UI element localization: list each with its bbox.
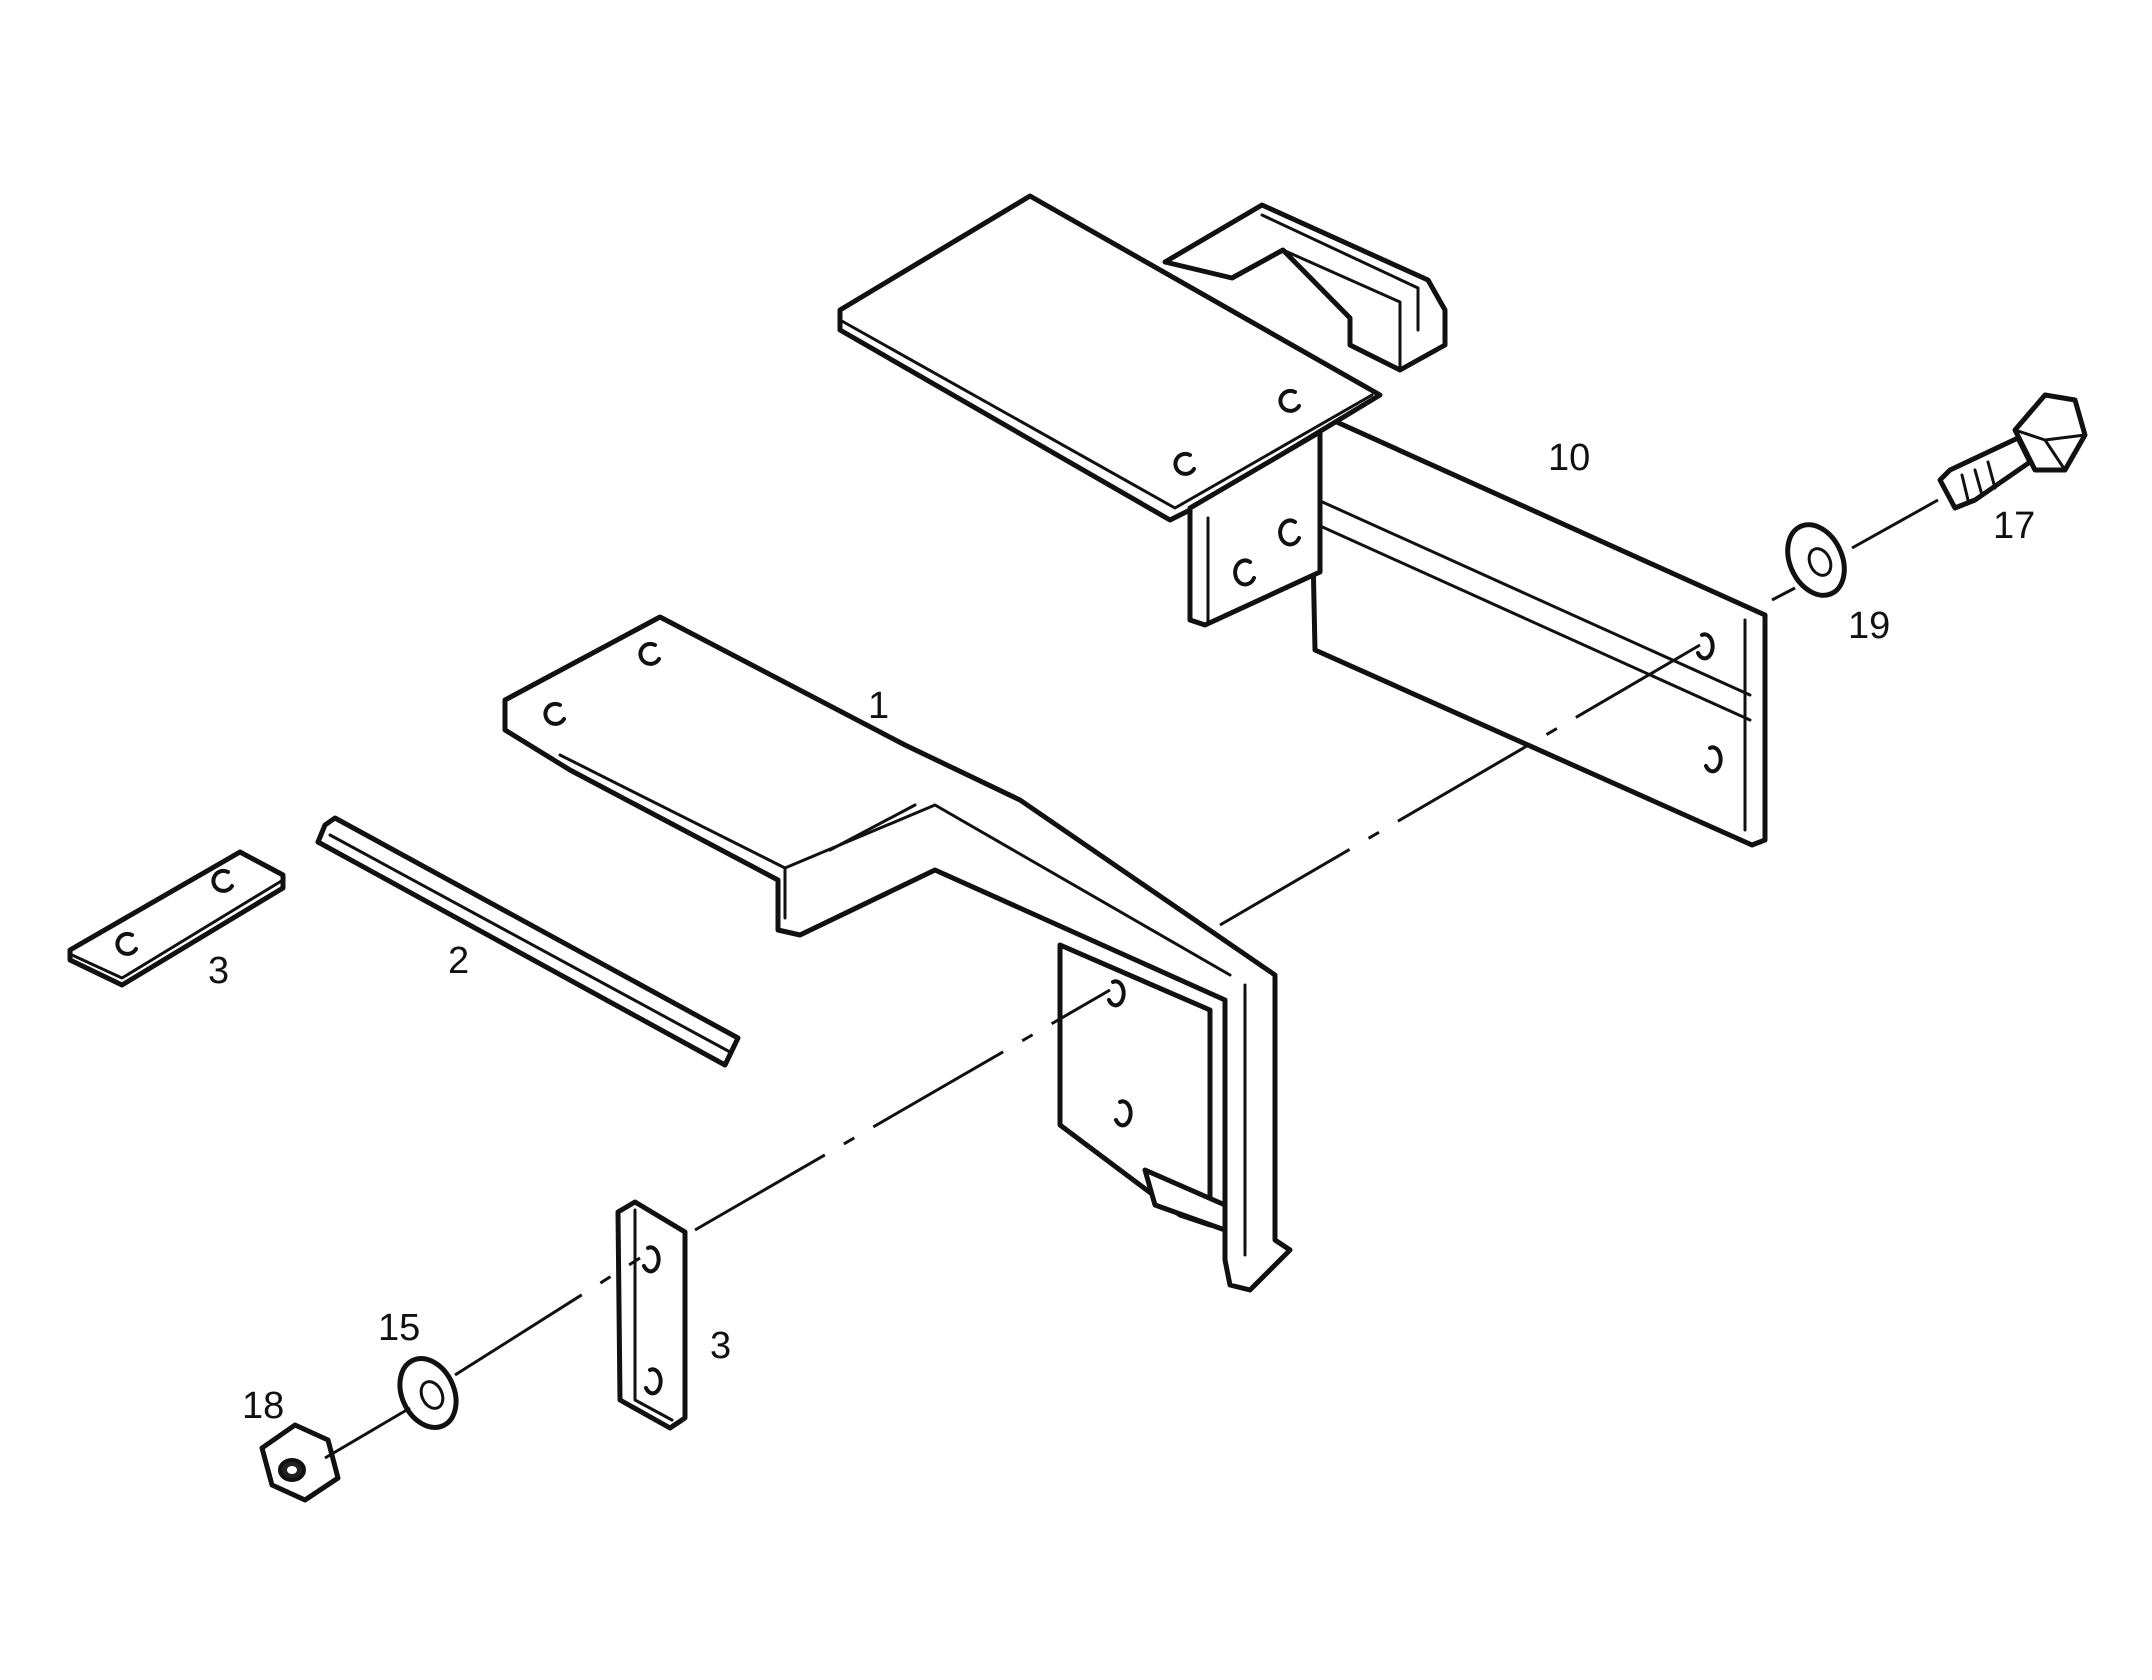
- part-2-bar: [315, 815, 741, 1068]
- part-15-washer: [397, 1356, 459, 1430]
- callout-part-17: 17: [1993, 505, 2035, 547]
- part-18-hex-nut: [259, 1422, 341, 1503]
- callout-part-2: 2: [448, 940, 469, 982]
- callout-part-19: 19: [1848, 605, 1890, 647]
- callout-part-3-left: 3: [208, 950, 229, 992]
- part-3-plate-left: [67, 849, 286, 988]
- callout-part-18: 18: [242, 1385, 284, 1427]
- assembly-axis-lines: [324, 498, 1939, 1460]
- callout-part-10: 10: [1548, 437, 1590, 479]
- part-1-bracket: [502, 614, 1293, 1293]
- callout-part-3-lower: 3: [710, 1325, 731, 1367]
- callout-part-15: 15: [378, 1307, 420, 1349]
- part-10-bracket: [837, 193, 1768, 848]
- part-17-bolt: [1937, 392, 2088, 511]
- callout-part-1: 1: [868, 685, 889, 727]
- part-19-washer: [1785, 522, 1847, 598]
- part-3-plate-lower: [615, 1199, 688, 1431]
